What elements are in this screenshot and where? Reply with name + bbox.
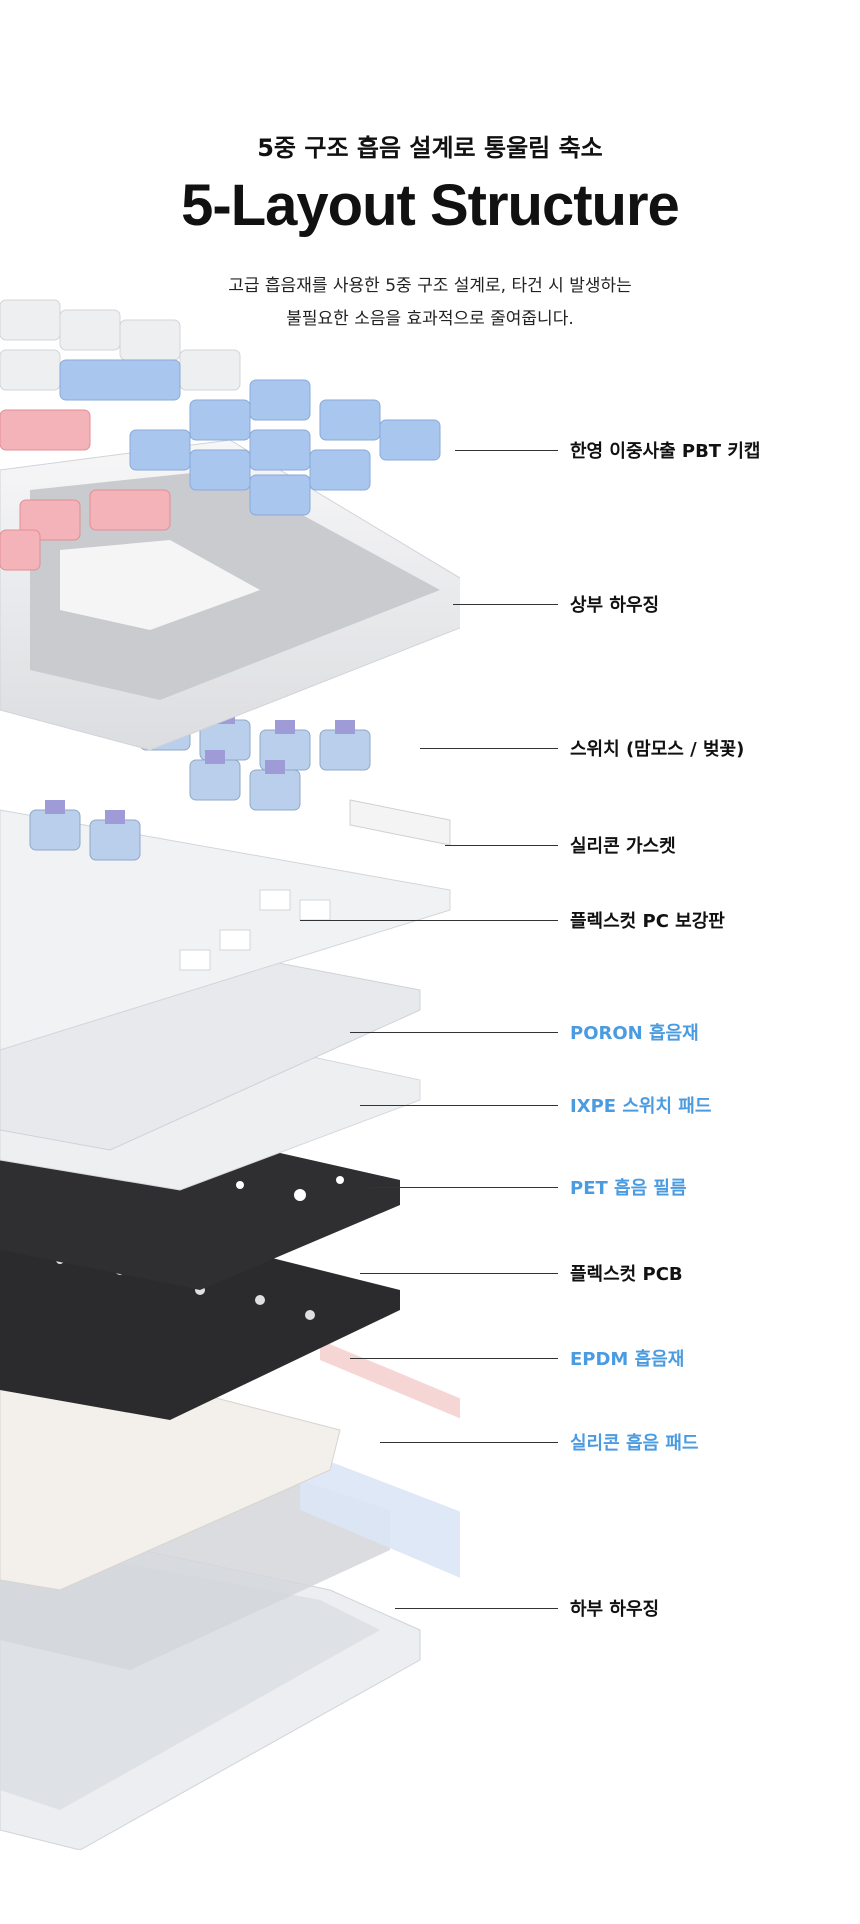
label-epdm: EPDM 흡음재 (570, 1349, 685, 1370)
leader-line-epdm (350, 1358, 558, 1359)
label-pcb: 플렉스컷 PCB (570, 1264, 683, 1285)
page-title: 5-Layout Structure (181, 173, 680, 238)
leader-line-switches (420, 748, 558, 749)
label-switches: 스위치 (맘모스 / 벚꽃) (570, 739, 745, 760)
leader-line-poron (350, 1032, 558, 1033)
leader-line-ixpe (360, 1105, 558, 1106)
label-bottom-housing: 하부 하우징 (570, 1599, 660, 1620)
label-gasket: 실리콘 가스켓 (570, 836, 676, 857)
section-description: 고급 흡음재를 사용한 5중 구조 설계로, 타건 시 발생하는 불필요한 소음… (0, 270, 860, 336)
description-line-1: 고급 흡음재를 사용한 5중 구조 설계로, 타건 시 발생하는 (228, 276, 632, 296)
leader-line-pc-plate (300, 920, 558, 921)
leader-line-gasket (445, 845, 558, 846)
leader-line-bottom-housing (395, 1608, 558, 1609)
label-ixpe: IXPE 스위치 패드 (570, 1096, 712, 1117)
leader-line-pet (370, 1187, 558, 1188)
leader-line-silicone-pad (380, 1442, 558, 1443)
section-subtitle: 5중 구조 흡음 설계로 통울림 축소 (257, 134, 603, 162)
pc-plate-layer (0, 809, 451, 1051)
label-keycaps: 한영 이중사출 PBT 키캡 (570, 441, 761, 462)
leader-line-top-housing (453, 604, 558, 605)
label-silicone-pad: 실리콘 흡음 패드 (570, 1433, 699, 1454)
label-pc-plate: 플렉스컷 PC 보강판 (570, 911, 725, 932)
label-top-housing: 상부 하우징 (570, 595, 660, 616)
keycaps-layer (0, 299, 441, 571)
epdm-layer (0, 1340, 460, 1591)
leader-line-keycaps (455, 450, 558, 451)
label-poron: PORON 흡음재 (570, 1023, 699, 1044)
label-pet: PET 흡음 필름 (570, 1178, 687, 1199)
leader-line-pcb (360, 1273, 558, 1274)
description-line-2: 불필요한 소음을 효과적으로 줄여줍니다. (286, 309, 574, 329)
exploded-keyboard-illustration (0, 299, 460, 1850)
gasket-layer (349, 799, 451, 846)
